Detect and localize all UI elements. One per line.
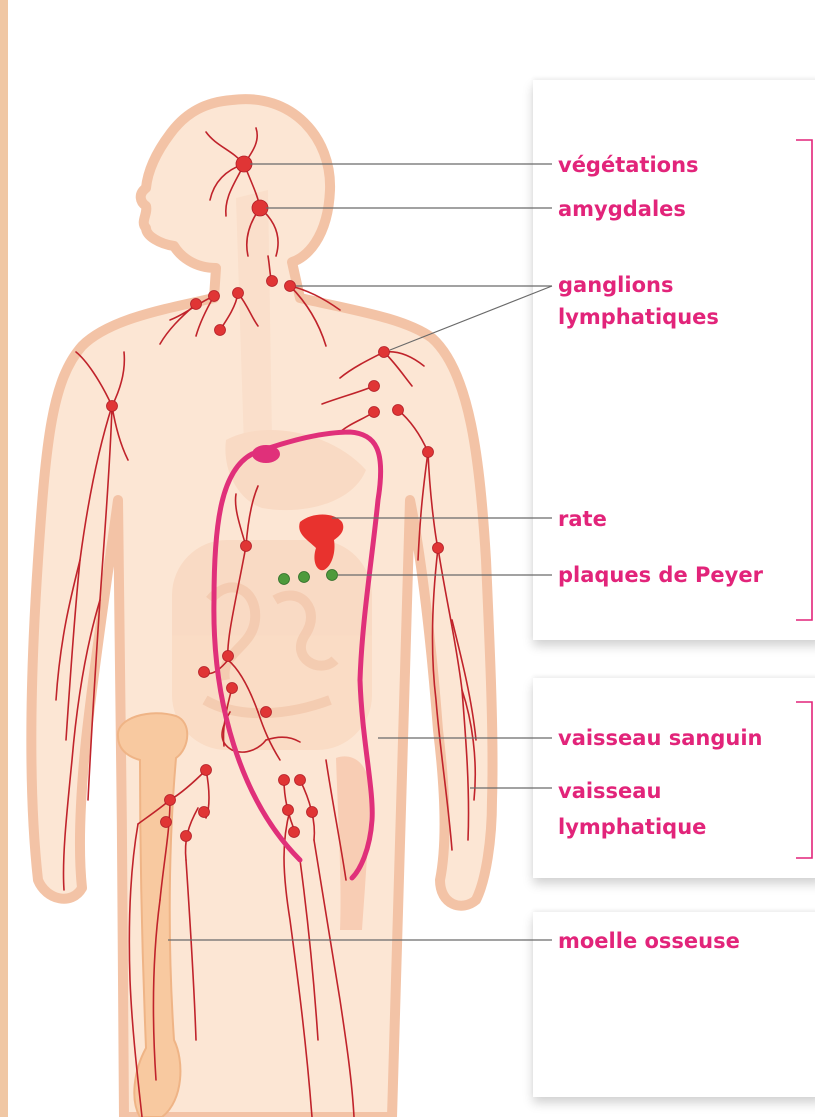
lymph-node [107, 401, 118, 412]
lymph-node [267, 276, 278, 287]
thymus-junction [252, 445, 280, 463]
label-vegetations: végétations [558, 152, 699, 178]
label-ganglions-lymphatiques: lymphatiques [558, 304, 719, 330]
lymph-node [295, 775, 306, 786]
label-ganglions: ganglions [558, 272, 673, 298]
label-plaques-de-peyer: plaques de Peyer [558, 562, 763, 588]
lymph-node [289, 827, 300, 838]
label-vaisseau: vaisseau [558, 778, 661, 804]
lymph-node [307, 807, 318, 818]
lymph-node [369, 381, 380, 392]
lymph-node [201, 765, 212, 776]
group-brackets [796, 140, 812, 858]
lymph-node [433, 543, 444, 554]
lymph-node [181, 831, 192, 842]
label-moelle-osseuse: moelle osseuse [558, 928, 740, 954]
lymph-node [191, 299, 202, 310]
lymph-node [379, 347, 390, 358]
lymph-node [209, 291, 220, 302]
label-vaisseau-sanguin: vaisseau sanguin [558, 725, 762, 751]
lymph-node [241, 541, 252, 552]
lymph-node [261, 707, 272, 718]
label-rate: rate [558, 506, 607, 532]
lymph-node [423, 447, 434, 458]
lymph-node [393, 405, 404, 416]
lymph-node [233, 288, 244, 299]
lymph-node [227, 683, 238, 694]
lymph-node [285, 281, 296, 292]
lymph-node [199, 667, 210, 678]
lymph-node [252, 200, 268, 216]
lymph-node [215, 325, 226, 336]
lymph-node [283, 805, 294, 816]
lymph-node [165, 795, 176, 806]
lymph-node [369, 407, 380, 418]
lymph-node [161, 817, 172, 828]
lymph-node [223, 651, 234, 662]
label-lymphatique: lymphatique [558, 814, 706, 840]
lymph-node [199, 807, 210, 818]
label-amygdales: amygdales [558, 196, 686, 222]
lymph-node [279, 775, 290, 786]
lymph-node [236, 156, 252, 172]
